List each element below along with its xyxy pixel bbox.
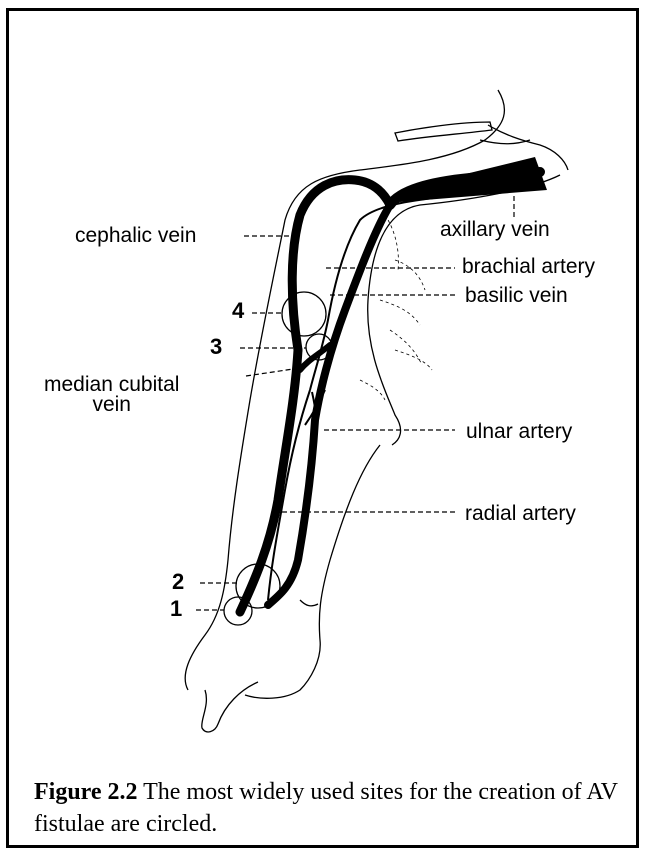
site-number-3: 3 — [210, 336, 222, 358]
figure-caption: Figure 2.2 The most widely used sites fo… — [34, 776, 624, 840]
site-number-4: 4 — [232, 300, 244, 322]
label-cephalic-vein: cephalic vein — [75, 225, 196, 247]
label-radial-artery: radial artery — [465, 503, 576, 525]
label-ulnar-artery: ulnar artery — [466, 421, 572, 443]
site-circle-4 — [282, 292, 326, 336]
site-number-2: 2 — [172, 571, 184, 593]
axillary-vein-shape — [400, 157, 547, 202]
label-median-cubital-vein: median cubital vein — [44, 375, 179, 415]
label-brachial-artery: brachial artery — [462, 256, 595, 278]
label-basilic-vein: basilic vein — [465, 285, 568, 307]
caption-label: Figure 2.2 — [34, 779, 138, 805]
label-axillary-vein: axillary vein — [440, 219, 550, 241]
site-number-1: 1 — [170, 598, 182, 620]
